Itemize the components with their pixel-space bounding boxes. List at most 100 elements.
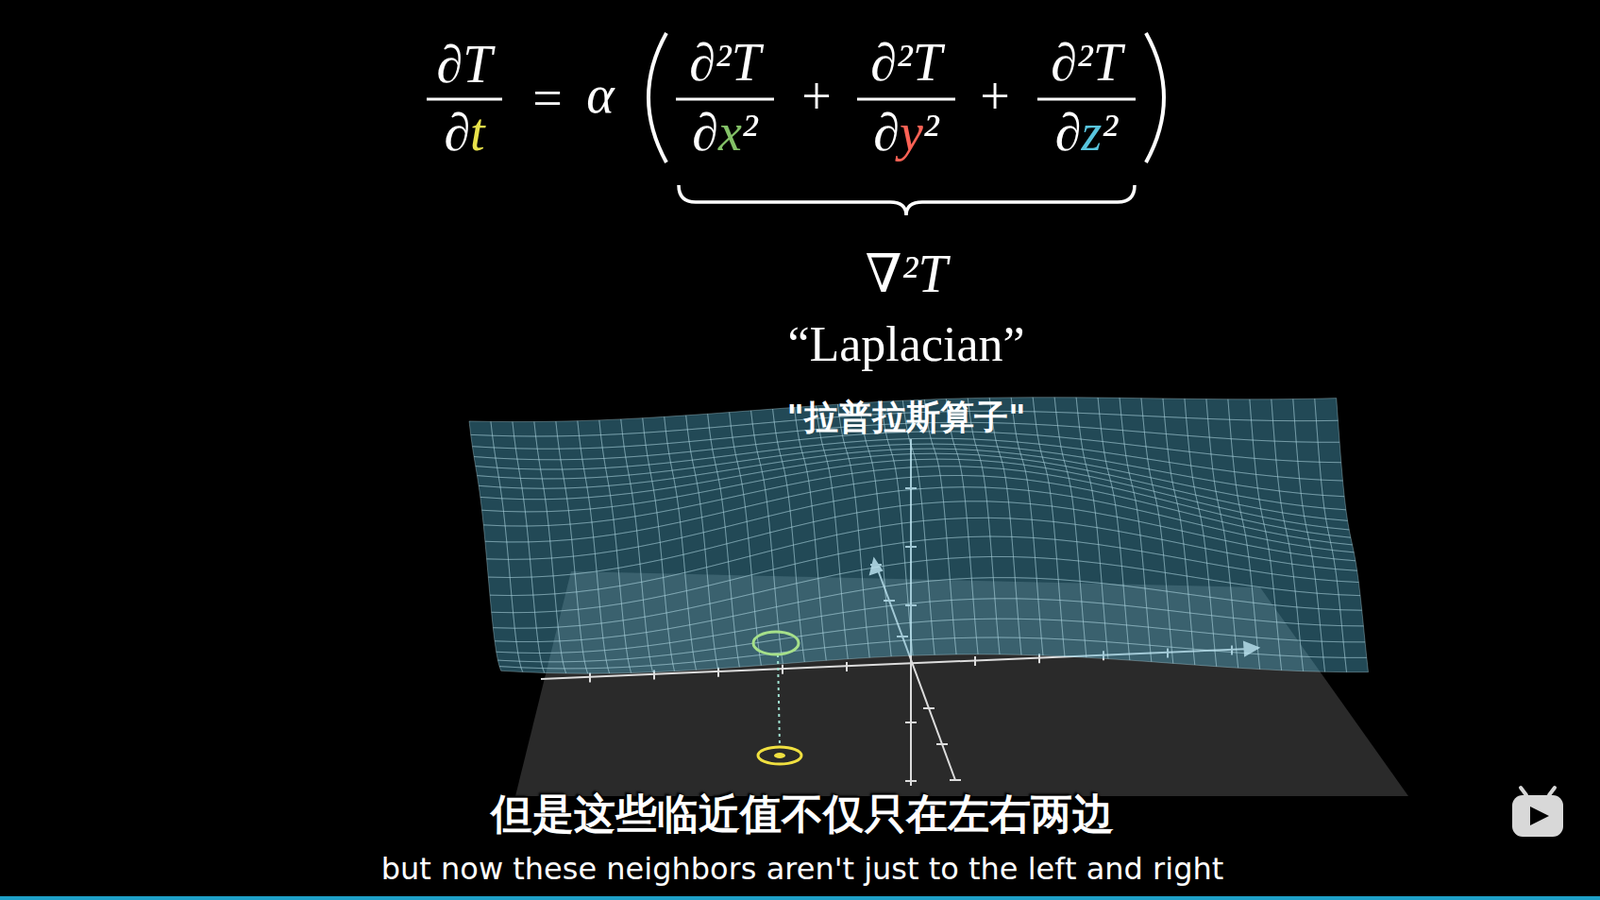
surface-cell [1101,583,1126,607]
surface-cell [918,475,943,489]
surface-cell [866,624,891,644]
axis-tick [936,742,948,745]
subtitle-zh: 但是这些临近值不仅只在左右两边 [490,792,1114,835]
surface-cell [901,521,926,543]
surface-cell [906,580,930,604]
surface-cell [520,477,544,489]
glyph: + [801,67,832,126]
surface-cell [1191,631,1215,651]
surface-cell [1058,579,1082,602]
surface-cell [988,517,1012,537]
glyph: L [808,317,840,371]
surface-cell [1336,580,1361,595]
surface-cell [542,668,567,674]
surface-cell [1301,656,1326,672]
surface-cell [522,488,546,500]
surface-cell [1031,519,1056,539]
surface-cell [548,523,573,541]
fraction-bar [857,98,956,102]
surface-cell [546,510,571,526]
surface-cell [629,665,654,674]
glyph: ∂ [1055,102,1082,162]
surface-cell [925,538,949,561]
surface-cell [1230,438,1255,459]
glyph: 左 [947,789,990,838]
surface-cell [1146,607,1171,630]
logo-ear [1549,787,1555,795]
axis-tick [845,661,848,672]
surface-cell [961,474,986,488]
surface-cell [651,663,675,673]
surface-cell [555,591,579,611]
surface-cell [606,658,630,669]
surface-cell [1299,640,1324,657]
glyph: t [419,850,432,887]
axis-tick [905,779,917,782]
equals-sign: = [532,71,563,125]
surface-cell [541,478,566,489]
fraction-bar [426,98,503,102]
glyph: s [891,850,908,887]
surface-cell [890,640,914,657]
surface-cell [584,467,608,478]
surface-cell [560,458,585,470]
axes [540,438,1259,786]
glyph: h [671,850,691,887]
surface-cell [551,555,575,576]
surface-cell [987,501,1011,519]
surface-cell [1234,635,1259,655]
surface-cell [886,603,910,624]
surface-cell [842,589,866,613]
surface-cell [983,475,1008,489]
surface-cell [565,487,590,499]
surface-cell [1077,560,1102,584]
surface-cell [944,518,969,539]
surface-cell [1103,603,1128,625]
floor-marker [757,746,802,764]
surface-cell [580,447,605,459]
surface-cell [861,565,886,590]
term-translation: "拉普拉斯算子" [786,400,1027,435]
glyph: c [921,317,944,371]
surface-cell [607,666,632,674]
surface-cell [557,435,582,449]
surface-cell [511,594,536,613]
surface-cell [582,457,607,469]
surface-cell [1083,621,1108,641]
surface-cell [1184,398,1209,419]
glyph: ² [923,102,940,162]
surface-cell [555,421,580,437]
surface-cell [602,446,626,459]
surface-cell [910,639,935,657]
surface-cell [1128,642,1152,661]
floor-plane [515,571,1409,796]
surface-cell [803,647,827,662]
surface-cell [1119,397,1144,416]
surface-cell [1212,633,1237,653]
surface-cell [973,598,997,620]
glyph: 右 [989,789,1031,838]
surface-cell [960,466,985,476]
surface-cell [1317,441,1342,462]
surface-cell [535,610,559,628]
surface-cell [910,443,935,449]
glyph: o [709,850,729,887]
fraction-bar [1037,98,1136,102]
glyph: t [470,102,486,162]
surface-cell [570,522,594,539]
equation-strokes [426,33,1164,216]
surface-cell [1236,652,1261,670]
surface-cell [1320,624,1345,642]
surface-cell [1251,586,1276,606]
glyph: d [1124,850,1144,887]
surface-cell [1040,619,1064,640]
glyph [854,850,864,887]
logo-body [1512,794,1564,837]
surface-marker [753,631,799,655]
glyph: r [1152,850,1165,887]
surface-cell [540,469,565,479]
surface-cell [1258,654,1282,671]
glyph: t [1212,850,1225,887]
glyph: ∂ [443,102,471,162]
surface-cell [528,540,553,559]
